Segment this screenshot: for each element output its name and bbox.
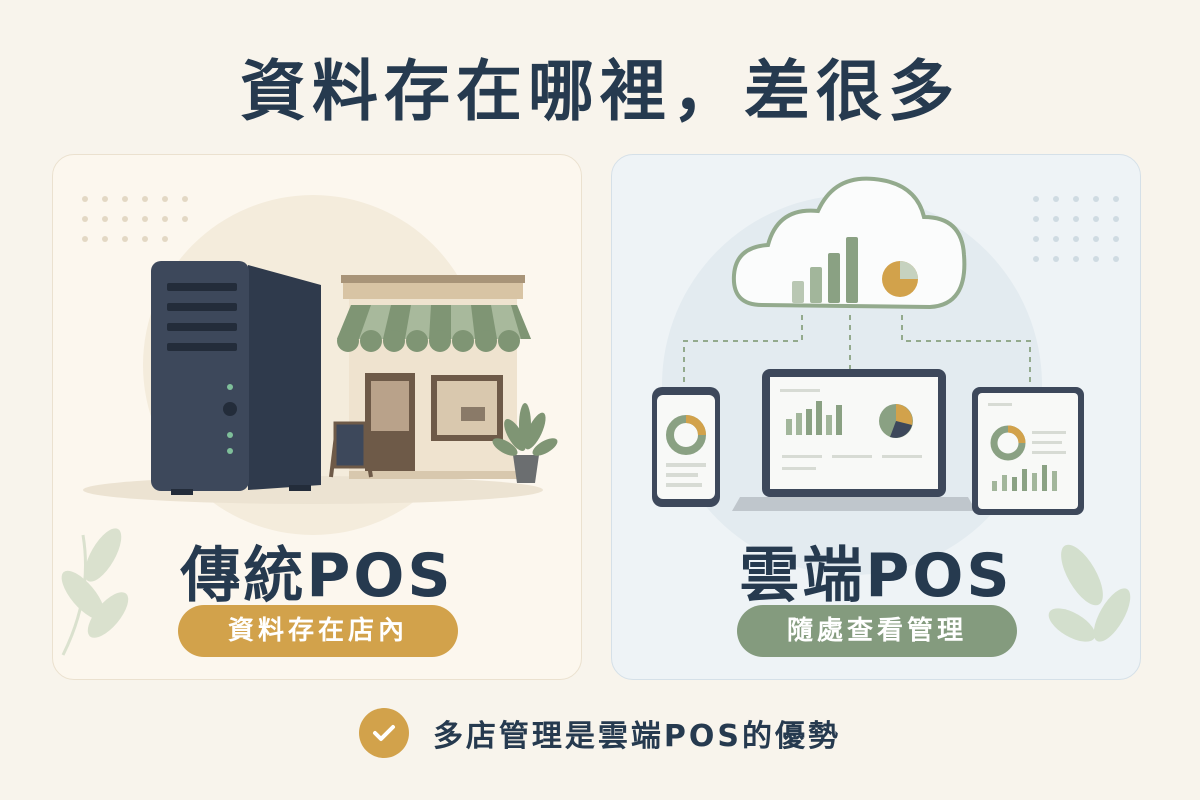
footer-text: 多店管理是雲端POS的優勢 <box>432 719 842 754</box>
leaf-decoration-icon <box>61 528 129 656</box>
traditional-pos-title: 傳統POS <box>180 541 454 611</box>
check-circle-icon <box>358 708 409 758</box>
cloud-pos-badge: 隨處查看管理 <box>737 605 1017 657</box>
footer-note: 多店管理是雲端POS的優勢 <box>0 706 1200 760</box>
menu-board-icon <box>329 421 373 478</box>
cloud-pos-title: 雲端POS <box>739 541 1013 611</box>
cloud-pos-illustration <box>652 176 1131 642</box>
dot-pattern-icon <box>82 196 188 242</box>
leaf-decoration-icon <box>1048 544 1131 642</box>
server-tower-icon <box>151 261 321 495</box>
traditional-pos-badge: 資料存在店內 <box>178 605 458 657</box>
storefront-icon <box>337 275 531 479</box>
cloud-pos-card: 雲端POS 隨處查看管理 <box>611 154 1141 680</box>
potted-plant-icon <box>492 403 558 483</box>
laptop-icon <box>732 369 976 511</box>
tablet-icon <box>972 387 1084 515</box>
dot-pattern-icon <box>1033 196 1119 262</box>
page-title: 資料存在哪裡，差很多 <box>240 53 960 130</box>
cloud-icon <box>731 176 967 310</box>
traditional-pos-illustration <box>61 195 558 656</box>
traditional-pos-card: 傳統POS 資料存在店內 <box>52 154 582 680</box>
connector-lines-icon <box>683 315 1031 387</box>
phone-icon <box>652 387 720 507</box>
